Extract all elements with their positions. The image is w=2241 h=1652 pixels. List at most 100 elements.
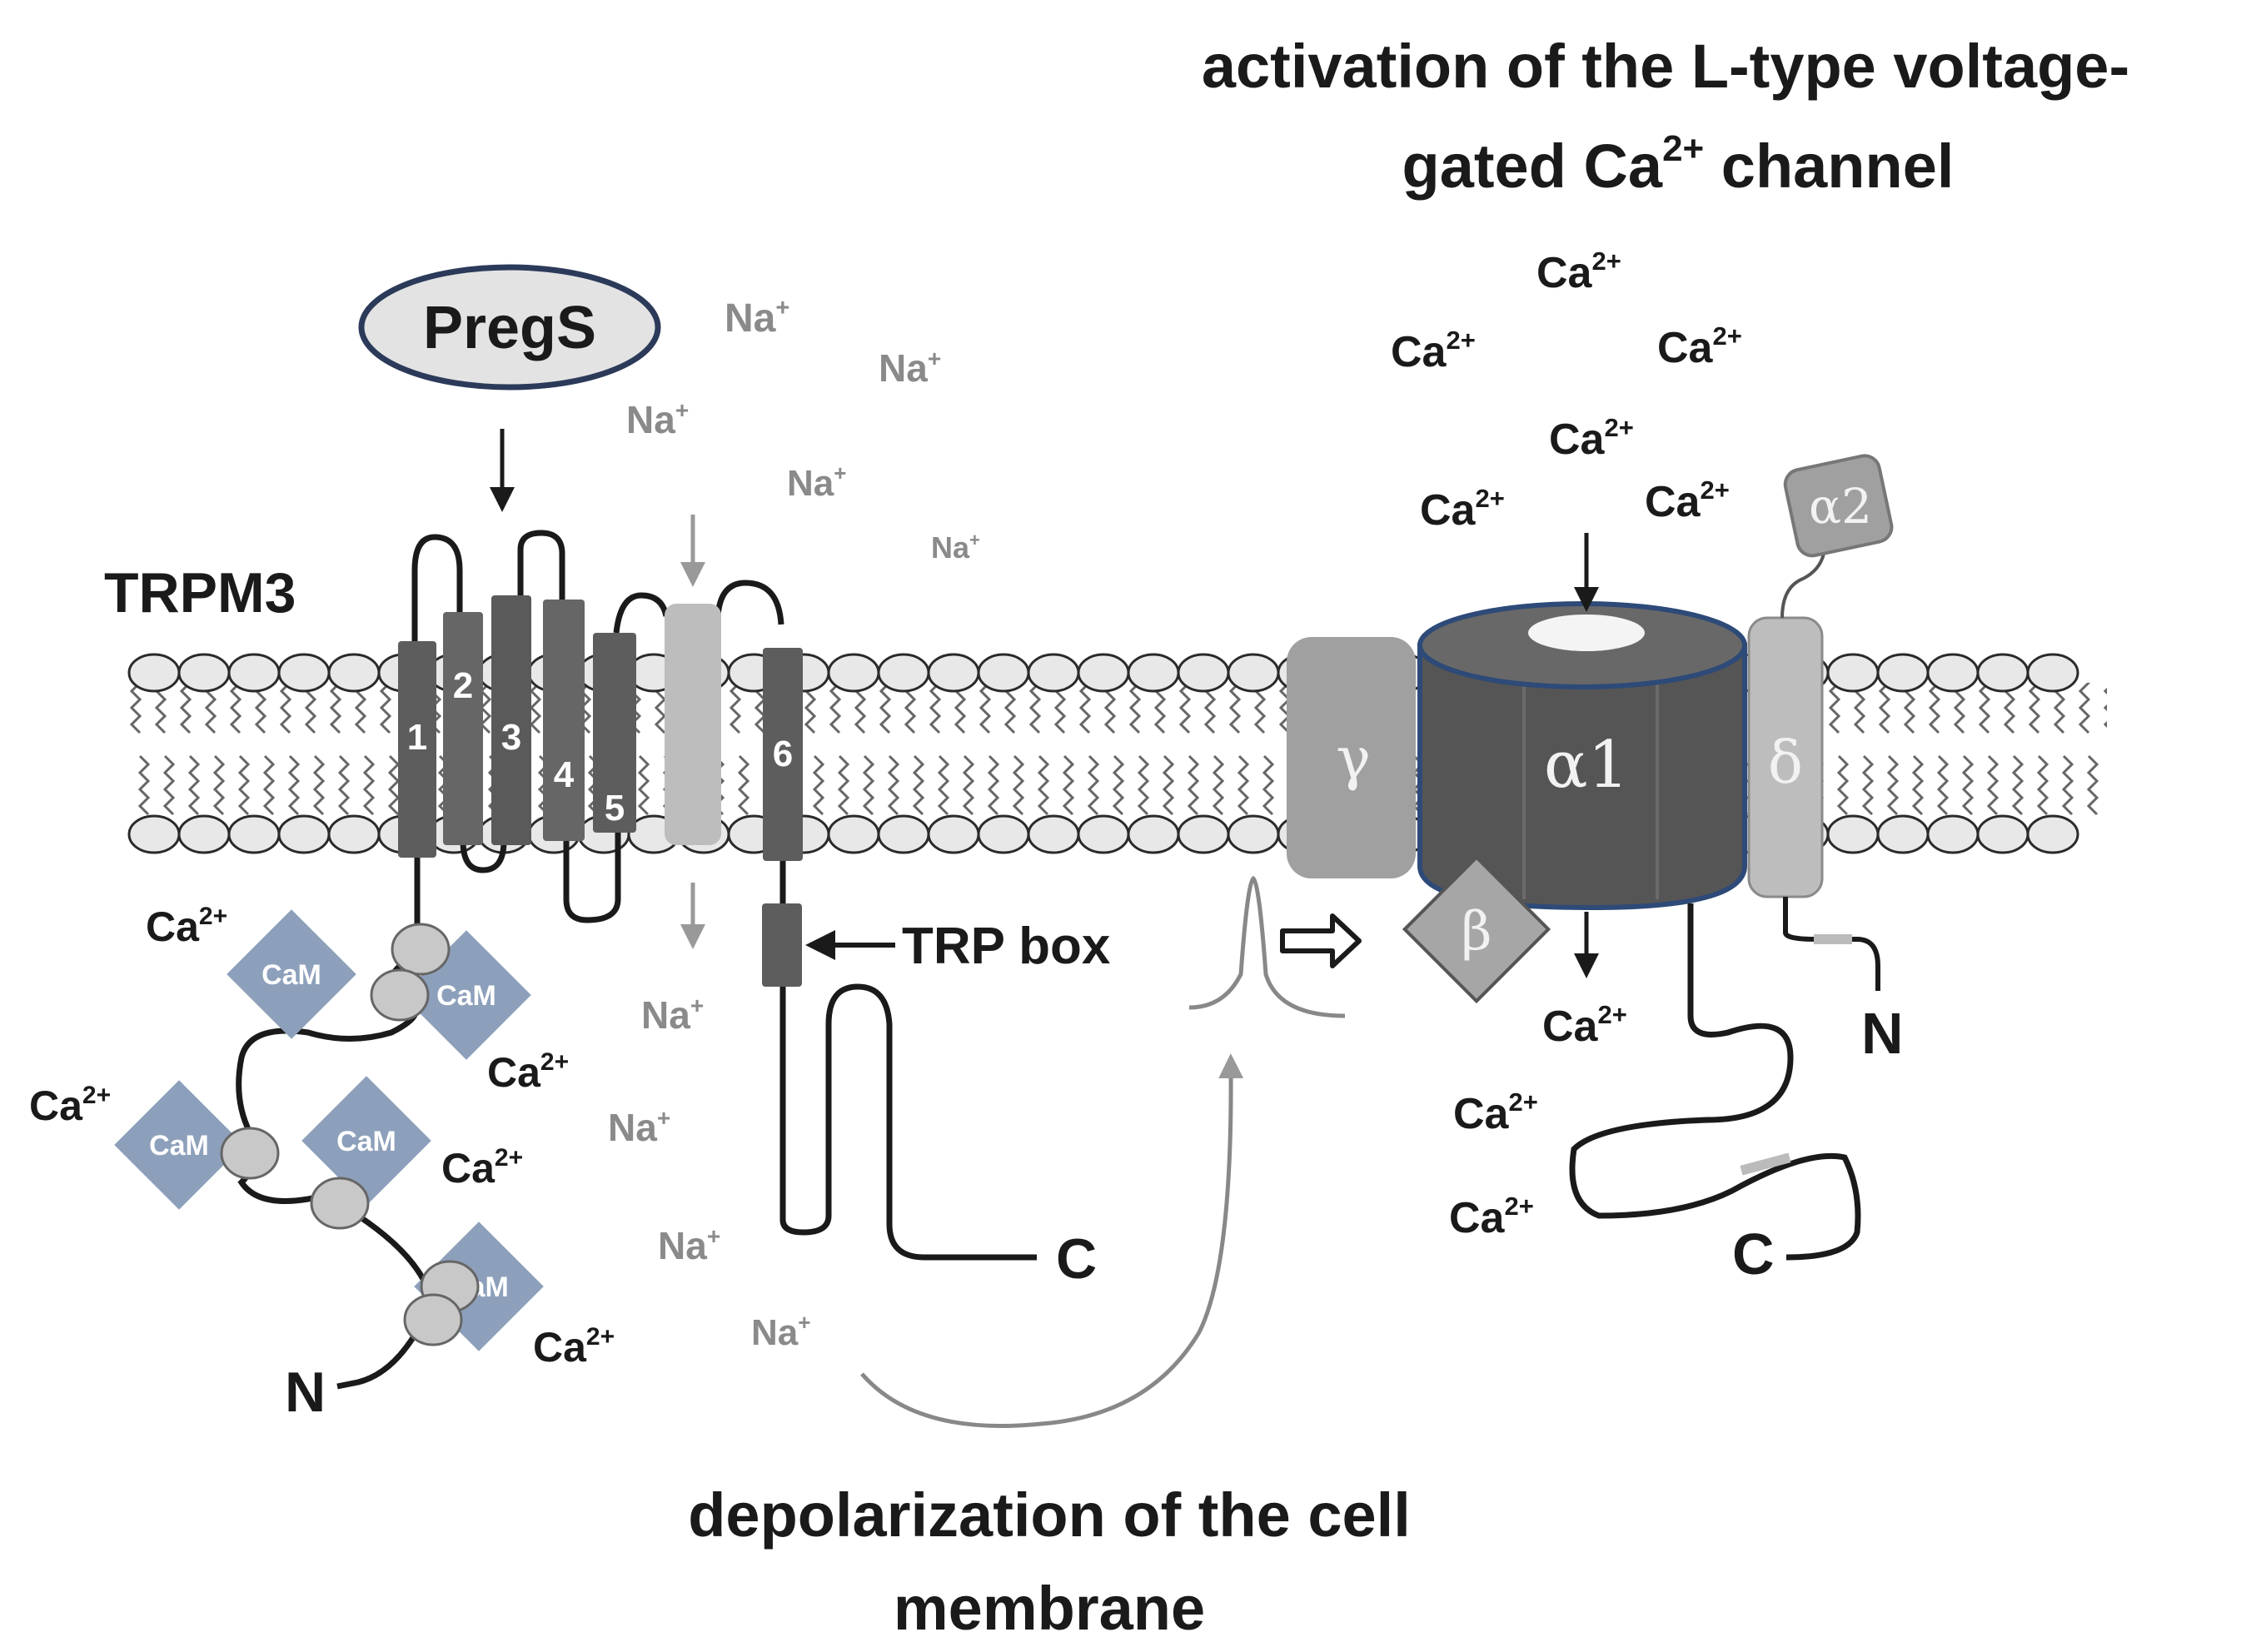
ca-ion-label-charge: 2+: [540, 1048, 569, 1076]
lipid-head-bottom: [927, 814, 980, 854]
helix-1-label: 1: [407, 717, 427, 758]
lipid-head-bottom: [1926, 814, 1980, 854]
title-bottom-line2: membrane: [894, 1574, 1205, 1643]
na-ion-label: Na+: [641, 993, 704, 1037]
trp-box: [762, 903, 802, 987]
lipid-head-bottom: [827, 814, 880, 854]
na-ion-label: Na+: [879, 346, 941, 390]
ca-ion-label-symbol: Ca: [29, 1082, 83, 1129]
lipid-head-top: [1227, 653, 1280, 693]
ca-ion-label-symbol: Ca: [1645, 478, 1701, 526]
na-ion-label-charge: +: [707, 1223, 720, 1249]
beta-subunit: [1402, 854, 1551, 1004]
helix-6: [763, 648, 803, 861]
calmodulin-bead: [310, 1177, 370, 1230]
ca-ion-label-charge: 2+: [1597, 1000, 1626, 1029]
ca-ion-label: Ca2+: [1549, 413, 1634, 464]
gamma-label: γ: [1336, 724, 1371, 793]
ca-ion-label: Ca2+: [29, 1082, 111, 1129]
na-ion-label-charge: +: [690, 993, 704, 1018]
lipid-head-top: [227, 653, 281, 693]
loop-5-pore: [613, 592, 670, 634]
na-ion-label-symbol: Na: [641, 993, 690, 1037]
ca-ion-label-symbol: Ca: [533, 1324, 587, 1371]
ca-ion-label: Ca2+: [1657, 321, 1742, 372]
trpm3-ion-labels: Na+Na+Na+Na+Na+Na+Na+Na+Na+Ca2+Ca2+Ca2+C…: [29, 295, 980, 1371]
ca-ion-label: Ca2+: [1391, 326, 1476, 376]
na-ion-label-symbol: Na: [725, 296, 776, 341]
ltype-calcium-channel: γ α1 δ α2 β N C Ca2+Ca2+Ca2+Ca2+Ca2+Ca2+…: [1287, 246, 1904, 1286]
calmodulin-label: CaM: [336, 1126, 396, 1157]
ca-ion-label: Ca2+: [441, 1144, 523, 1192]
action-potential-spike: [1188, 875, 1346, 1018]
na-ion-label-symbol: Na: [931, 530, 970, 565]
na-ion-label: Na+: [725, 295, 789, 341]
ca-ion-label-charge: 2+: [199, 903, 227, 930]
alpha1-label: α1: [1544, 728, 1629, 803]
lipid-head-bottom: [877, 814, 930, 854]
helix-5: [593, 633, 636, 833]
ca-ion-label: Ca2+: [1449, 1192, 1534, 1242]
delta-alpha2-link: [1780, 553, 1825, 619]
ca-ion-label-charge: 2+: [495, 1144, 523, 1172]
helix-3: [491, 595, 531, 845]
alpha1-pore: [1528, 615, 1645, 651]
title-top-line2: gated Ca2+ channel: [1402, 128, 1955, 201]
curved-feedback-arrow: [860, 1053, 1244, 1428]
lipid-head-top: [177, 653, 231, 693]
ltype-c-terminus: C: [1732, 1222, 1775, 1286]
na-ion-label-symbol: Na: [626, 398, 675, 441]
lipid-head-bottom: [277, 814, 331, 854]
helix-6-label: 6: [773, 734, 793, 774]
na-ion-label-charge: +: [969, 530, 980, 550]
trp-box-label: TRP box: [902, 918, 1111, 975]
ltype-n-terminus: N: [1861, 1001, 1904, 1066]
title-top-line2-sup: 2+: [1662, 128, 1704, 169]
lipid-head-top: [977, 653, 1030, 693]
na-ion-label: Na+: [787, 460, 846, 504]
title-top-line2-main: gated Ca: [1402, 132, 1663, 201]
alpha1-subunit: [1417, 643, 1747, 911]
ca-ion-label: Ca2+: [487, 1048, 569, 1096]
lipid-head-bottom: [1077, 814, 1130, 854]
lipid-head-top: [1077, 653, 1130, 693]
ca-ion-label-charge: 2+: [586, 1323, 615, 1351]
helix-4-label: 4: [554, 754, 575, 795]
ca-ion-label-charge: 2+: [1591, 246, 1621, 276]
ca-ion-label-symbol: Ca: [1453, 1090, 1510, 1138]
lipid-head-top: [1027, 653, 1080, 693]
na-ion-label-charge: +: [657, 1105, 670, 1131]
na-ion-label-symbol: Na: [787, 463, 834, 504]
lipid-head-bottom: [1127, 814, 1180, 854]
ca-ion-label: Ca2+: [1420, 484, 1505, 535]
lipid-head-bottom: [977, 814, 1030, 854]
calmodulin-bead: [370, 968, 430, 1022]
lipid-head-top: [277, 653, 331, 693]
loop-3-4: [517, 530, 565, 600]
delta-label: δ: [1768, 729, 1803, 797]
lipid-head-bottom: [1876, 814, 1930, 854]
ca-ion-label-symbol: Ca: [146, 903, 200, 950]
title-bottom-line1: depolarization of the cell: [688, 1480, 1411, 1550]
lipid-head-bottom: [1227, 814, 1280, 854]
calmodulin-bead: [403, 1293, 463, 1346]
loop-pore-6: [715, 580, 784, 625]
helix-pore: [665, 604, 721, 845]
ca-ion-label-symbol: Ca: [1657, 324, 1714, 372]
lipid-head-top: [2026, 653, 2079, 693]
lipid-head-bottom: [177, 814, 231, 854]
helix-3-label: 3: [501, 717, 521, 758]
helix-2-label: 2: [453, 665, 473, 706]
ca-ion-label-charge: 2+: [1700, 475, 1729, 505]
lipid-head-bottom: [1027, 814, 1080, 854]
lipid-head-top: [1926, 653, 1980, 693]
lipid-head-top: [127, 653, 181, 693]
ltype-ion-labels: Ca2+Ca2+Ca2+Ca2+Ca2+Ca2+Ca2+Ca2+Ca2+: [1391, 246, 1742, 1242]
lipid-head-top: [1127, 653, 1180, 693]
ca-ion-label-symbol: Ca: [1420, 486, 1477, 535]
helix-2: [443, 612, 483, 845]
lipid-head-bottom: [227, 814, 281, 854]
double-arrow: [1280, 913, 1362, 968]
loop-2-3-bottom: [460, 840, 507, 873]
title-top-line1: activation of the L-type voltage-: [1202, 32, 2129, 101]
